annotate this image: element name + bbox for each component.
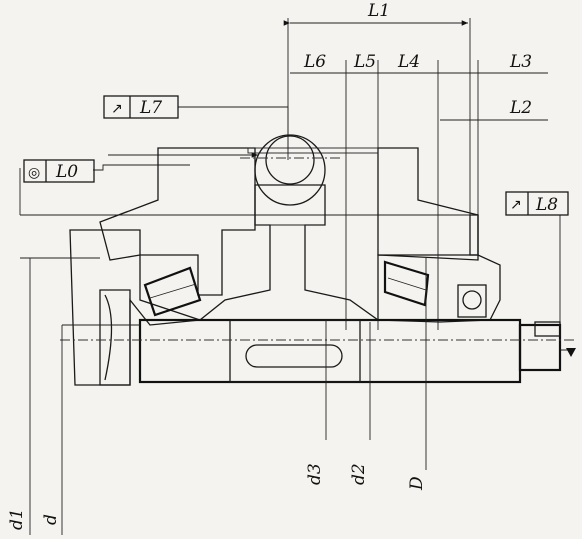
label-l3: L3 bbox=[509, 52, 532, 72]
label-l0: L0 bbox=[55, 162, 78, 182]
label-D: D bbox=[407, 476, 427, 491]
label-l8: L8 bbox=[535, 195, 558, 215]
runout-icon: ↗ bbox=[111, 101, 123, 117]
runout-icon: ↗ bbox=[510, 197, 522, 213]
label-d3: d3 bbox=[305, 463, 325, 485]
tolerance-frames bbox=[23, 95, 569, 216]
label-l2: L2 bbox=[509, 98, 532, 118]
diameter-dimension-lines bbox=[20, 257, 427, 535]
dimension-lines bbox=[19, 18, 572, 351]
label-d: d bbox=[41, 514, 61, 525]
labels: L1 L6 L5 L4 L3 L2 L7 L0 L8 ↗ ◎ ↗ d1 d d3… bbox=[7, 1, 558, 530]
label-l1: L1 bbox=[367, 1, 390, 21]
concentricity-icon: ◎ bbox=[28, 165, 40, 181]
label-l6: L6 bbox=[303, 52, 326, 72]
label-d2: d2 bbox=[349, 463, 369, 485]
right-bearing-housing bbox=[377, 214, 501, 323]
shaft bbox=[60, 318, 576, 384]
label-d1: d1 bbox=[7, 508, 27, 530]
left-bearing-housing bbox=[69, 229, 202, 386]
label-l7: L7 bbox=[139, 98, 162, 118]
label-l5: L5 bbox=[353, 52, 376, 72]
worm-gear bbox=[240, 134, 340, 206]
label-l4: L4 bbox=[397, 52, 420, 72]
